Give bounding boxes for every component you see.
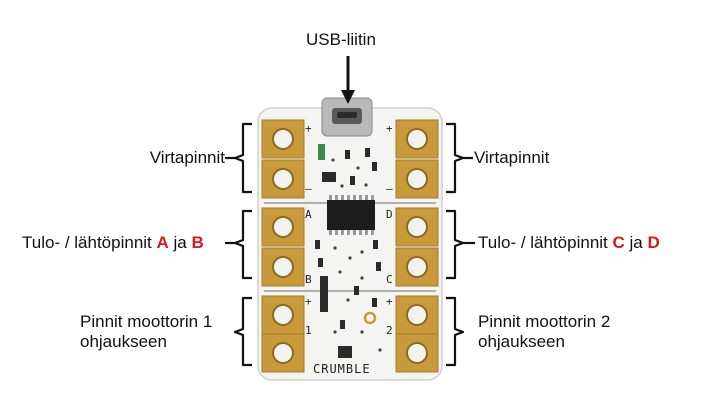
pad-mark-right-4: C [386, 273, 393, 286]
motor2-label-line1: Pinnit moottorin 2 [478, 312, 611, 331]
motor1-label: Pinnit moottorin 1 ohjaukseen [80, 312, 212, 352]
power-label-right: Virtapinnit [474, 148, 550, 167]
mounting-ring [363, 311, 377, 325]
usb-connector [321, 97, 373, 137]
leader-lines-left [225, 156, 235, 245]
pad-mark-left-4: B [305, 273, 312, 286]
microcontroller-chip [327, 195, 375, 235]
io-label-right-prefix: Tulo- / lähtöpinnit [478, 233, 608, 252]
pad-mark-right-5: + [386, 295, 393, 308]
io-label-right-c: C [612, 233, 625, 252]
pad-holes-right [406, 128, 428, 364]
pad-mark-right-1: + [386, 122, 393, 135]
pad-mark-right-3: D [386, 208, 393, 221]
io-label-left-join: ja [173, 233, 187, 252]
power-label-left: Virtapinnit [149, 148, 225, 167]
io-label-left-a: A [156, 233, 169, 252]
board-name: CRUMBLE [313, 362, 371, 376]
motor1-label-line1: Pinnit moottorin 1 [80, 312, 213, 331]
io-label-left: Tulo- / lähtöpinnit A ja B [22, 233, 204, 253]
vias [331, 158, 382, 352]
pads-right [395, 119, 439, 373]
small-components [315, 144, 381, 358]
io-label-left-b: B [191, 233, 204, 252]
leader-lines-right [463, 156, 475, 245]
pad-mark-left-5: + [305, 295, 312, 308]
pad-mark-right-2: – [386, 182, 393, 195]
pad-mark-left-6: 1 [305, 324, 312, 337]
pad-mark-left-1: + [305, 122, 312, 135]
pads-left [261, 119, 305, 373]
motor2-label: Pinnit moottorin 2 ohjaukseen [478, 312, 610, 352]
usb-arrow [341, 56, 355, 104]
brackets-left [233, 122, 252, 367]
motor2-label-line2: ohjaukseen [478, 332, 565, 351]
brackets-right [446, 122, 465, 367]
pad-holes-left [272, 128, 294, 364]
motor1-label-line2: ohjaukseen [80, 332, 167, 351]
pad-mark-right-6: 2 [386, 324, 393, 337]
io-label-right-join: ja [629, 233, 643, 252]
io-label-right: Tulo- / lähtöpinnit C ja D [478, 233, 660, 253]
pad-mark-left-3: A [305, 208, 312, 221]
pad-mark-left-2: – [305, 182, 312, 195]
io-label-left-prefix: Tulo- / lähtöpinnit [22, 233, 152, 252]
usb-label: USB-liitin [306, 30, 376, 49]
io-label-right-d: D [647, 233, 660, 252]
